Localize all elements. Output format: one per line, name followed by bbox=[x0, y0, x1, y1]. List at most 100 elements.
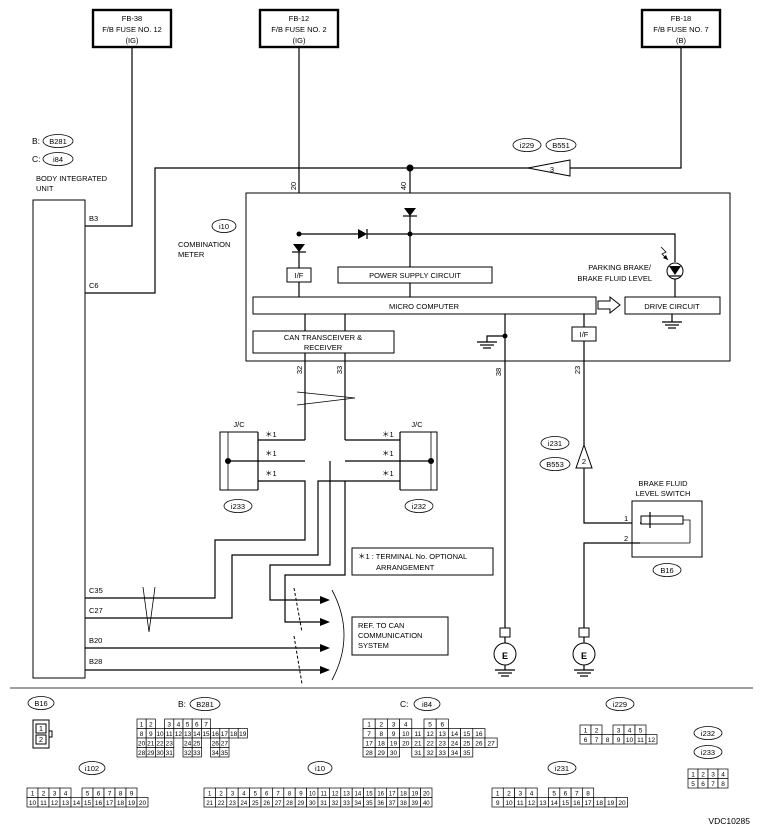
can-reference-box: REF. TO CAN COMMUNICATION SYSTEM bbox=[351, 616, 449, 656]
pin-number: 18 bbox=[378, 740, 386, 747]
wire-number: 23 bbox=[573, 366, 582, 374]
component-label: COMBINATION bbox=[178, 240, 230, 249]
joint-connector-i233: J/C ＊1 ＊1 ＊1 i233 bbox=[219, 420, 305, 513]
pin-number: 6 bbox=[195, 721, 199, 728]
pin-number: 38 bbox=[400, 801, 407, 807]
wire-number: 40 bbox=[399, 182, 408, 190]
pin-number: 5 bbox=[639, 727, 643, 734]
power-supply-label: POWER SUPPLY CIRCUIT bbox=[369, 271, 461, 280]
pin-number: 1 bbox=[39, 724, 43, 733]
pin-number: 26 bbox=[475, 740, 483, 747]
pin-label: 2 bbox=[582, 457, 586, 466]
pin-cell bbox=[219, 747, 230, 758]
pin-number: 12 bbox=[51, 800, 59, 807]
pin-number: 29 bbox=[298, 801, 305, 807]
pin-number: 35 bbox=[463, 750, 471, 757]
pin-cell bbox=[191, 747, 202, 758]
pin-number: 30 bbox=[309, 801, 316, 807]
pin-number: 6 bbox=[265, 791, 269, 797]
pin-number: 5 bbox=[254, 791, 258, 797]
pin-number: 6 bbox=[584, 737, 588, 744]
wire-number: 20 bbox=[289, 182, 298, 190]
pin-number: 14 bbox=[451, 731, 459, 738]
pin-number: 13 bbox=[62, 800, 70, 807]
pin-number: 3 bbox=[392, 721, 396, 728]
pin-number: 1 bbox=[31, 790, 35, 797]
pin-number: 8 bbox=[721, 781, 725, 788]
pin-number: 31 bbox=[414, 750, 422, 757]
pin-number: 11 bbox=[637, 737, 644, 744]
pin-number: 22 bbox=[426, 740, 434, 747]
can-label: CAN TRANSCEIVER & bbox=[284, 333, 362, 342]
pin-number: 15 bbox=[202, 731, 210, 738]
connector-label: i233 bbox=[701, 748, 715, 757]
terminal-note: ＊1 bbox=[265, 449, 277, 458]
pin-number: 20 bbox=[139, 800, 147, 807]
pin-number: 8 bbox=[140, 731, 144, 738]
pin-number: 1 bbox=[691, 771, 695, 778]
pin-number: 30 bbox=[156, 750, 164, 757]
pin-number: 3 bbox=[518, 790, 522, 797]
fuse-name: F/B FUSE NO. 12 bbox=[102, 25, 162, 34]
pin-number: 1 bbox=[496, 790, 500, 797]
pin-number: 21 bbox=[206, 801, 213, 807]
pin-number: 15 bbox=[562, 800, 570, 807]
fuse-type: (IG) bbox=[126, 36, 139, 45]
pin-number: 31 bbox=[320, 801, 327, 807]
pin-number: 19 bbox=[390, 740, 398, 747]
pin-number: 8 bbox=[379, 731, 383, 738]
pin-number: 14 bbox=[355, 791, 362, 797]
pin-number: 11 bbox=[166, 731, 173, 738]
pin-label: C35 bbox=[89, 586, 103, 595]
connector-label: i102 bbox=[85, 764, 99, 773]
connector-label: i233 bbox=[231, 502, 245, 511]
pin-label: B20 bbox=[89, 636, 102, 645]
terminal-note: ＊1 bbox=[382, 469, 394, 478]
component-label: LEVEL SWITCH bbox=[636, 489, 691, 498]
pin-cell bbox=[164, 747, 175, 758]
pin-number: 2 bbox=[39, 735, 43, 744]
pin-cell bbox=[136, 797, 149, 808]
pin-number: 13 bbox=[184, 731, 192, 738]
connector-label: i10 bbox=[315, 764, 325, 773]
pin-number: 10 bbox=[505, 800, 513, 807]
ref-text: SYSTEM bbox=[358, 641, 389, 650]
component-label: BRAKE FLUID bbox=[638, 479, 688, 488]
pin-number: 9 bbox=[299, 791, 303, 797]
pin-number: 27 bbox=[275, 801, 282, 807]
fuse-fb38: FB-38 F/B FUSE NO. 12 (IG) bbox=[91, 8, 173, 49]
pin-number: 7 bbox=[367, 731, 371, 738]
connector-label: i229 bbox=[613, 700, 627, 709]
pin-cell bbox=[645, 734, 658, 745]
interface-label: I/F bbox=[580, 330, 589, 339]
pin-number: 5 bbox=[428, 721, 432, 728]
connector-label: B281 bbox=[196, 700, 214, 709]
meter-output-wires: 32 33 38 23 bbox=[295, 336, 585, 628]
ground-e-left: E bbox=[493, 627, 517, 677]
pin-label: B3 bbox=[89, 214, 98, 223]
pin-number: 29 bbox=[378, 750, 386, 757]
pin-number: 7 bbox=[108, 790, 112, 797]
connector-label: B281 bbox=[49, 137, 67, 146]
fuse-name: F/B FUSE NO. 7 bbox=[653, 25, 708, 34]
connector-label: B551 bbox=[552, 141, 570, 150]
connector-view-b16: B16 1 2 bbox=[27, 696, 55, 749]
pin-number: 7 bbox=[276, 791, 280, 797]
pin-number: 1 bbox=[208, 791, 212, 797]
pin-number: 20 bbox=[423, 791, 430, 797]
pin-number: 39 bbox=[412, 801, 419, 807]
pin-number: 18 bbox=[117, 800, 125, 807]
pin-cell bbox=[460, 747, 474, 758]
prefix-label: B: bbox=[178, 699, 186, 709]
component-label: METER bbox=[178, 250, 205, 259]
connector-i229-b551: i229 B551 3 bbox=[512, 138, 577, 177]
fuse-fb18: FB-18 F/B FUSE NO. 7 (B) bbox=[640, 8, 722, 49]
pin-number: 21 bbox=[414, 740, 422, 747]
pin-number: 10 bbox=[402, 731, 410, 738]
terminal-note-box: ＊1 : TERMINAL No. OPTIONAL ARRANGEMENT bbox=[351, 547, 494, 576]
pin-number: 25 bbox=[193, 740, 201, 747]
pin-cell bbox=[237, 728, 248, 739]
pin-number: 40 bbox=[423, 801, 430, 807]
